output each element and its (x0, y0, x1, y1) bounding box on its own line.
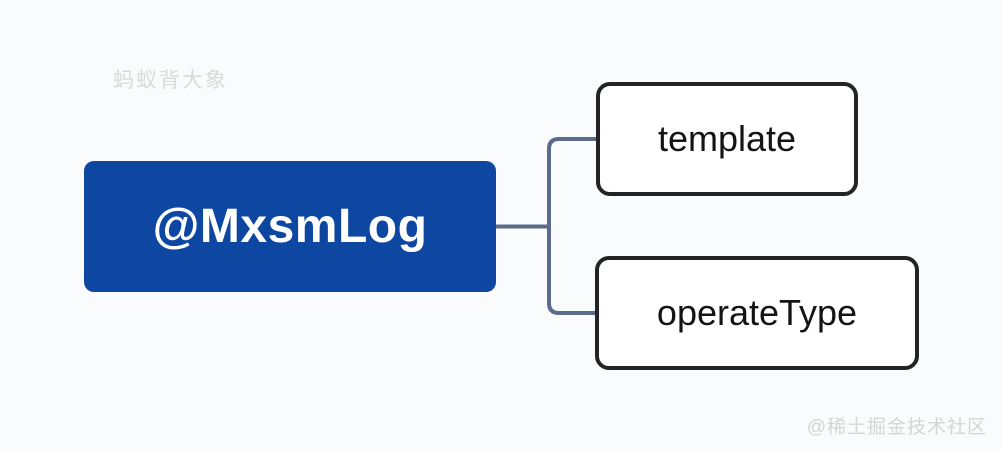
connector-branch-bracket (547, 137, 597, 315)
watermark-bottom-right: @稀土掘金技术社区 (806, 417, 987, 438)
child-node-operatetype-label: operateType (656, 292, 858, 333)
root-node: @MxsmLog (84, 161, 496, 292)
child-node-template-label: template (657, 118, 797, 159)
watermark-top-left: 蚂蚁背大象 (113, 69, 228, 92)
child-node-template: template (596, 82, 858, 196)
root-node-label: @MxsmLog (152, 200, 428, 253)
child-node-operatetype: operateType (595, 256, 919, 370)
